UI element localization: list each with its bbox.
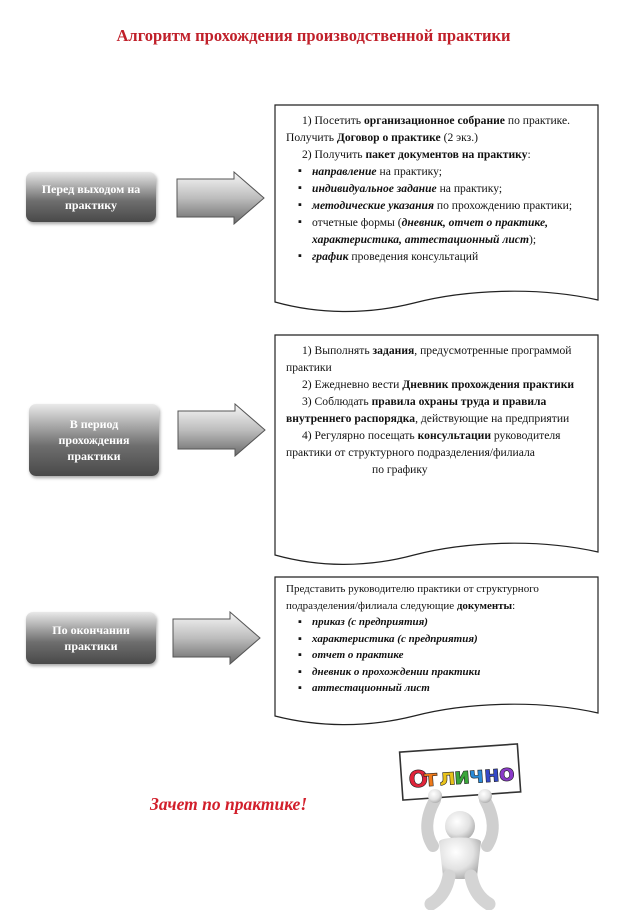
step-attend-meeting: 1) Посетить организационное собрание по …	[286, 114, 571, 144]
sign-letter: О	[408, 766, 429, 793]
stage-label-line: Перед выходом на	[41, 182, 141, 196]
stage-label-line: практики	[67, 449, 121, 463]
list-item: график проведения консультаций	[298, 248, 587, 265]
list-item: отчетные формы (дневник, отчет о практик…	[298, 214, 587, 248]
list-item: дневник о прохождении практики	[298, 664, 587, 681]
page-title: Алгоритм прохождения производственной пр…	[116, 26, 511, 45]
arrow-right-icon	[177, 403, 266, 457]
step-keep-diary: 2) Ежедневно вести Дневник прохождения п…	[302, 378, 575, 391]
stage-label-line: практику	[64, 198, 118, 212]
stage-before-practice: Перед выходом на практику	[26, 172, 156, 222]
stage-during-practice: В период прохождения практики	[29, 404, 159, 476]
sign-letter: о	[498, 760, 516, 787]
list-item: аттестационный лист	[298, 680, 587, 697]
sign-letter: л	[438, 764, 457, 791]
stage-label-line: В период	[69, 417, 119, 431]
arrow-right-icon	[172, 611, 261, 665]
document-during-practice: 1) Выполнять задания, предусмотренные пр…	[274, 334, 599, 570]
sign-letter: и	[453, 763, 471, 790]
list-item: методические указания по прохождению пра…	[298, 197, 587, 214]
document-before-practice: 1) Посетить организационное собрание по …	[274, 104, 599, 316]
final-credit-text: Зачет по практике!	[150, 794, 308, 814]
list-item: направление на практику;	[298, 163, 587, 180]
document-list: направление на практику; индивидуальное …	[286, 163, 587, 265]
step-attend-consultations: 4) Регулярно посещать консультации руков…	[286, 429, 561, 476]
stage-label-line: прохождения	[58, 433, 130, 447]
documents-intro: Представить руководителю практики от стр…	[286, 583, 539, 612]
list-item: отчет о практике	[298, 647, 587, 664]
list-item: характеристика (с предприятия)	[298, 631, 587, 648]
list-item: приказ (с предприятия)	[298, 614, 587, 631]
arrow-right-icon	[176, 171, 265, 225]
step-complete-tasks: 1) Выполнять задания, предусмотренные пр…	[286, 344, 572, 374]
document-list: приказ (с предприятия) характеристика (с…	[286, 614, 587, 697]
document-after-practice: Представить руководителю практики от стр…	[274, 576, 599, 730]
step-follow-rules: 3) Соблюдать правила охраны труда и прав…	[286, 395, 570, 425]
step-get-documents: 2) Получить пакет документов на практику…	[302, 148, 531, 161]
stage-after-practice: По окончании практики	[26, 612, 156, 664]
sign-letter: н	[483, 761, 501, 788]
list-item: индивидуальное задание на практику;	[298, 180, 587, 197]
stage-label-line: практики	[64, 639, 118, 653]
stage-label-line: По окончании	[52, 623, 130, 637]
sign-letter: ч	[468, 762, 486, 789]
document-frame	[274, 334, 599, 565]
sign-letter: т	[423, 766, 439, 793]
